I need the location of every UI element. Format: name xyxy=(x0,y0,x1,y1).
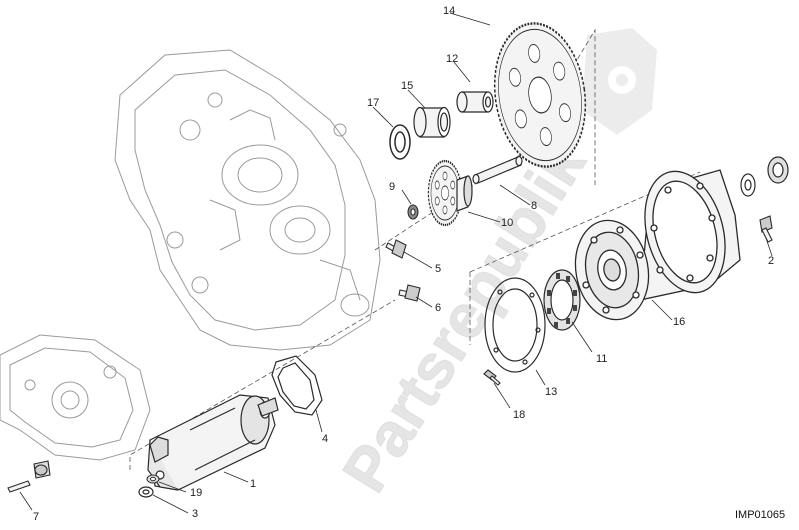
part-9-washer xyxy=(407,204,419,220)
label-part-12: 12 xyxy=(446,53,458,65)
part-6-bolt xyxy=(398,284,421,302)
label-part-10: 10 xyxy=(501,217,513,229)
part-16-flywheel-housing xyxy=(639,169,741,301)
part-2-bolt xyxy=(759,215,773,243)
part-3-washer xyxy=(138,486,154,498)
label-part-7: 7 xyxy=(33,511,39,523)
part-number-labels: 14 12 15 17 9 8 10 5 6 2 16 11 13 18 4 1… xyxy=(33,5,774,523)
diagram-reference-code: IMP01065 xyxy=(735,509,785,521)
part-1-starter-motor xyxy=(147,394,279,491)
part-18-screw xyxy=(483,369,501,386)
label-part-16: 16 xyxy=(673,316,685,328)
hub-nut xyxy=(740,156,789,197)
part-12-bushing xyxy=(456,91,494,113)
part-16-freewheel xyxy=(574,219,650,321)
label-part-9: 9 xyxy=(389,181,395,193)
part-13-retaining-plate xyxy=(484,277,546,373)
part-10-gear-hub xyxy=(456,175,473,212)
part-4-gasket xyxy=(271,355,323,416)
engine-crankcase xyxy=(114,49,381,351)
part-8-shaft xyxy=(472,155,523,185)
part-5-bolt xyxy=(385,239,407,259)
part-15-bearing xyxy=(413,106,451,138)
label-part-11: 11 xyxy=(596,353,607,365)
part-10-intermediate-gear xyxy=(427,159,463,227)
part-17-washer xyxy=(389,124,411,160)
part-11-sprag-clutch xyxy=(543,269,581,331)
part-14-starter-gear xyxy=(493,22,587,168)
label-part-8: 8 xyxy=(531,200,537,212)
label-part-15: 15 xyxy=(401,80,413,92)
label-part-19: 19 xyxy=(190,487,202,499)
part-7-bolt xyxy=(7,460,51,493)
part-19-washer xyxy=(146,474,160,484)
label-part-17: 17 xyxy=(367,97,379,109)
label-part-4: 4 xyxy=(322,433,328,445)
watermark-gear-icon xyxy=(582,28,657,135)
label-part-1: 1 xyxy=(250,478,256,490)
label-part-2: 2 xyxy=(768,255,774,267)
leader-lines xyxy=(19,12,773,514)
label-part-5: 5 xyxy=(435,263,441,275)
label-part-18: 18 xyxy=(513,409,525,421)
label-part-13: 13 xyxy=(545,386,557,398)
label-part-3: 3 xyxy=(192,508,198,520)
engine-crankcase-lower xyxy=(0,334,151,461)
label-part-14: 14 xyxy=(443,5,455,17)
label-part-6: 6 xyxy=(435,302,441,314)
